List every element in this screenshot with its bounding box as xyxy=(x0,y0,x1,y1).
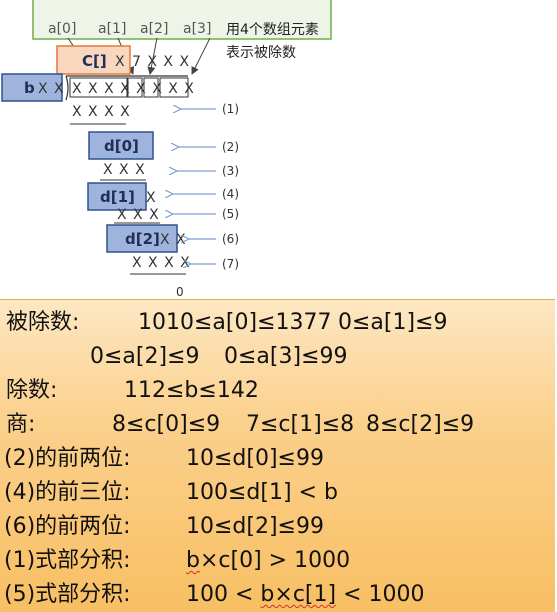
partial5-label: (5)式部分积: xyxy=(4,582,131,607)
dividend-range-a3: 0≤a[3]≤99 xyxy=(224,344,348,369)
step-number-7: (7) xyxy=(222,257,239,271)
d2-label: d[2] xyxy=(125,230,160,248)
long-division-diagram: a[0] a[1] a[2] a[3] 用4个数组元素 表示被除数 C[] X … xyxy=(1,0,332,299)
partial5-upper: < 1000 xyxy=(336,582,425,607)
remainder: 0 xyxy=(176,285,184,299)
partial5-lower: 100 < xyxy=(186,582,261,607)
step-number-4: (4) xyxy=(222,187,239,201)
pointer-a2 xyxy=(147,37,158,75)
quotient-range-c1: 7≤c[1]≤8 xyxy=(246,412,355,437)
row-7-digits: X X X X xyxy=(132,255,191,271)
step-number-6: (6) xyxy=(222,232,239,246)
d1-tail: X xyxy=(146,190,157,206)
d1-label: d[1] xyxy=(100,188,135,206)
remainder2-label: (2)的前两位: xyxy=(4,446,131,471)
dividend-range-a0: 1010≤a[0]≤1377 xyxy=(138,310,332,335)
note-line-1: 用4个数组元素 xyxy=(226,22,319,38)
step-number-1: (1) xyxy=(222,102,239,116)
remainder6-range: 10≤d[2]≤99 xyxy=(186,514,324,539)
b-digits: X X xyxy=(38,81,65,97)
row-3-digits: X X X xyxy=(103,162,146,178)
pointer-a3 xyxy=(191,37,211,75)
dividend-range-a1: 0≤a[1]≤9 xyxy=(338,310,448,335)
dividend-box-a1 xyxy=(127,77,143,98)
dividend-box-a3 xyxy=(159,77,189,98)
c-digit-x: X xyxy=(115,54,126,70)
dividend-range-a2: 0≤a[2]≤9 xyxy=(90,344,200,369)
d2-box xyxy=(106,224,178,253)
b-box xyxy=(1,73,63,102)
c-box xyxy=(56,45,131,75)
remainder6-label: (6)的前两位: xyxy=(4,514,131,539)
dividend-box-a0 xyxy=(69,77,128,98)
step-number-2: (2) xyxy=(222,140,239,154)
remainder2-range: 10≤d[0]≤99 xyxy=(186,446,324,471)
dividend-digits: X X X X X X X X xyxy=(72,81,195,97)
d2-tail: X X xyxy=(160,232,187,248)
d1-box xyxy=(87,182,147,211)
quotient-range-c0: 8≤c[0]≤9 xyxy=(112,412,221,437)
partial1-expr: b×c[0] > 1000 xyxy=(186,544,350,577)
note-line-2: 表示被除数 xyxy=(226,45,296,61)
row-1-digits: X X X X xyxy=(72,104,131,120)
remainder4-label: (4)的前三位: xyxy=(4,480,131,505)
divisor-label: 除数: xyxy=(6,378,58,403)
divisor-range: 112≤b≤142 xyxy=(124,378,259,403)
quotient-range-c2: 8≤c[2]≤9 xyxy=(366,412,475,437)
dividend-label: 被除数: xyxy=(6,310,80,335)
remainder4-range: 100≤d[1] < b xyxy=(186,480,338,505)
step-number-5: (5) xyxy=(222,207,239,221)
d0-label: d[0] xyxy=(104,137,139,155)
partial1-rest: ×c[0] > 1000 xyxy=(199,548,351,573)
c-row-tail: 7 X X X xyxy=(132,54,190,70)
partial1-label: (1)式部分积: xyxy=(4,548,131,573)
note-box xyxy=(32,0,332,40)
partial1-b: b xyxy=(186,548,200,573)
index-label-a2: a[2] xyxy=(140,21,168,37)
index-label-a3: a[3] xyxy=(183,21,211,37)
index-label-a0: a[0] xyxy=(48,21,76,37)
partial5-product: b×c[1] xyxy=(260,582,337,607)
d0-box xyxy=(88,131,154,160)
dividend-box-a2 xyxy=(143,77,159,98)
row-5-digits: X X X xyxy=(117,207,160,223)
division-bracket xyxy=(65,75,188,101)
index-label-a1: a[1] xyxy=(98,21,126,37)
step-number-3: (3) xyxy=(222,164,239,178)
b-label: b xyxy=(24,79,35,97)
constraints-panel: 被除数: 1010≤a[0]≤1377 0≤a[1]≤9 0≤a[2]≤9 0≤… xyxy=(0,299,555,612)
partial5-expr: 100 < b×c[1] < 1000 xyxy=(186,578,425,611)
c-label: C[] xyxy=(82,52,107,70)
quotient-label: 商: xyxy=(6,412,36,437)
